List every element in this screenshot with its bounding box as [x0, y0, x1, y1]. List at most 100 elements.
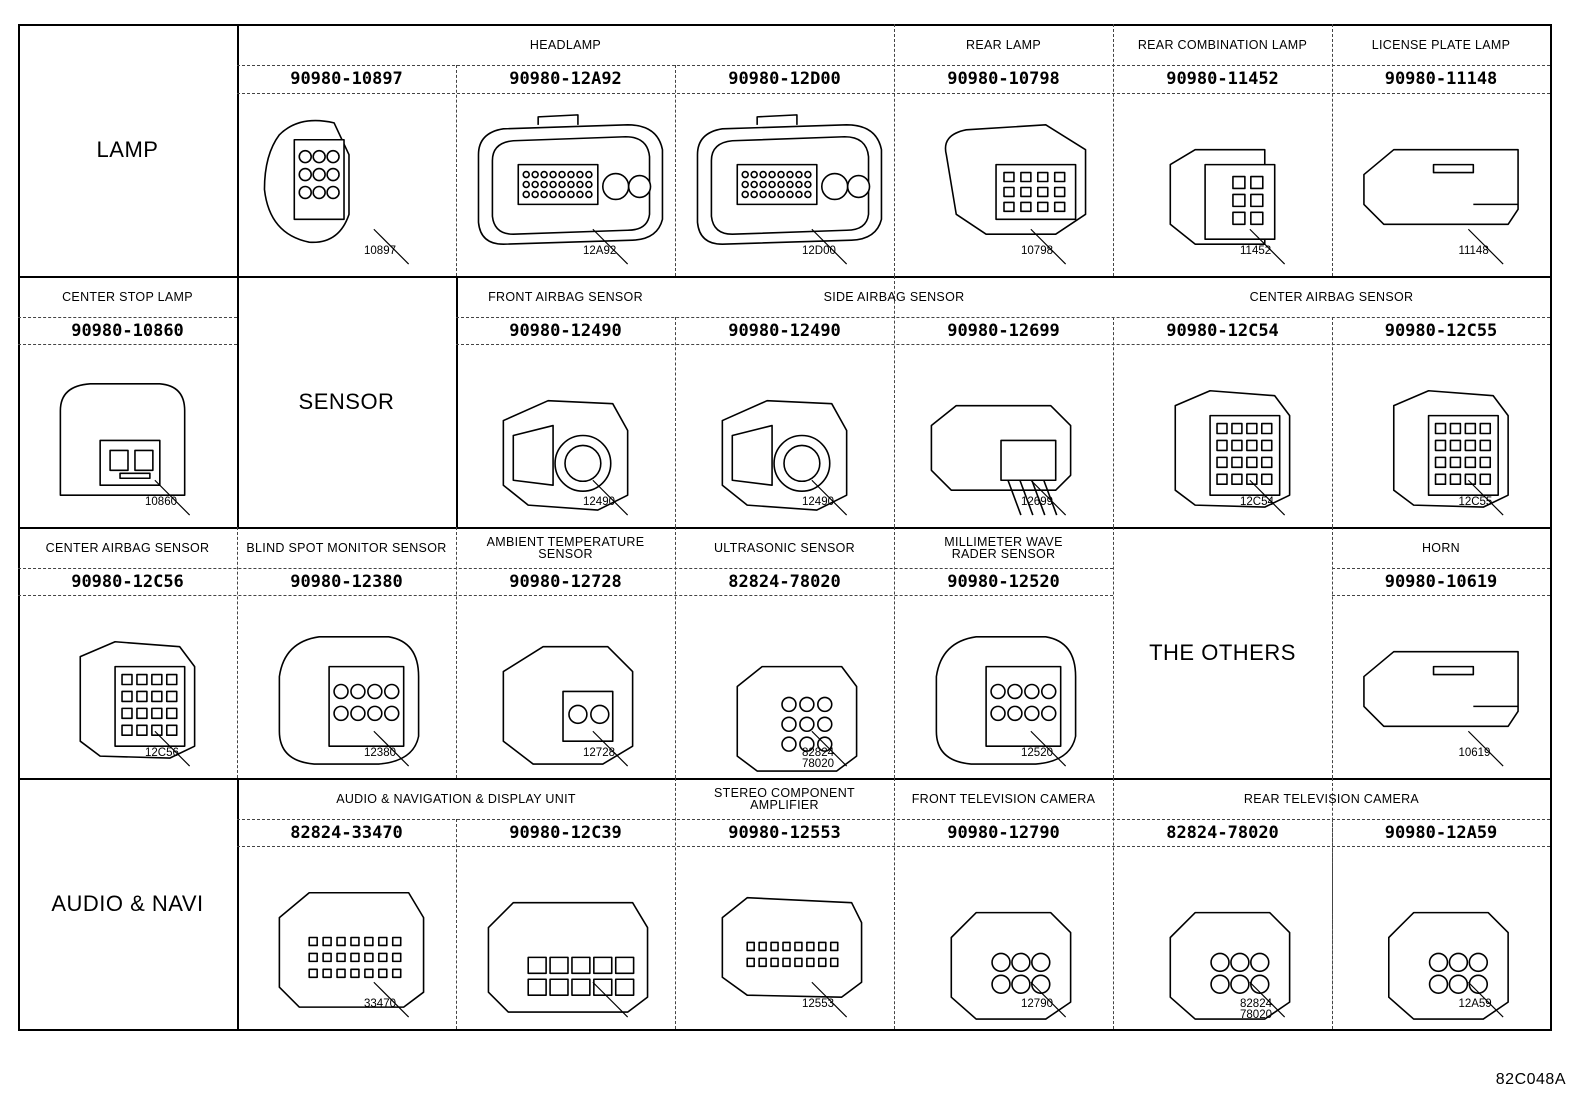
connector-drawing-r3c2 [239, 597, 454, 776]
connector-icon [721, 399, 848, 516]
connector-drawing-r4c4 [677, 848, 892, 1027]
leader-line [373, 228, 410, 265]
cell-divider [237, 846, 1550, 847]
leader-line [592, 981, 629, 1018]
part-number-r2c1: 90980-10860 [71, 320, 184, 341]
connector-icon [935, 635, 1077, 767]
group-header-rear-television-camera: REAR TELEVISION CAMERA [1243, 791, 1420, 806]
connector-drawing-r4c5 [896, 848, 1111, 1027]
connector-drawing-r2c7 [1334, 346, 1548, 525]
group-header-horn: HORN [1421, 540, 1460, 555]
callout-label-r1c6: 11452 [1240, 245, 1272, 257]
connector-icon [59, 382, 191, 516]
connector-drawing-r4c2 [239, 848, 454, 1027]
cell-divider [456, 65, 457, 276]
group-header-front-television-camera: FRONT TELEVISION CAMERA [911, 791, 1096, 806]
cell-divider [237, 93, 1550, 94]
category-label-sensor: SENSOR [298, 388, 395, 414]
connector-drawing-r1c7 [1334, 95, 1548, 274]
cell-divider [237, 65, 1550, 66]
group-header-center-airbag-sensor-r3: CENTER AIRBAG SENSOR [45, 540, 210, 555]
callout-label-r4c6: 82824 78020 [1240, 998, 1272, 1021]
row-separator [18, 276, 1552, 278]
connector-drawing-r3c7 [1334, 597, 1548, 776]
connector-icon [944, 124, 1087, 265]
connector-drawing-r4c6 [1115, 848, 1330, 1027]
connector-drawing-r1c5 [896, 95, 1111, 274]
leader-line [1030, 981, 1067, 1018]
group-header-center-airbag-sensor-r2: CENTER AIRBAG SENSOR [1249, 289, 1414, 304]
callout-label-r1c2: 10897 [364, 245, 396, 257]
leader-line [154, 730, 191, 767]
connector-drawing-r2c6 [1115, 346, 1330, 525]
cell-divider [1113, 527, 1114, 778]
leader-line [1467, 981, 1504, 1018]
figure-code: 82C048A [1495, 1071, 1566, 1088]
connector-icon [1169, 148, 1286, 265]
audio-separator [237, 778, 239, 1030]
cell-divider [456, 819, 457, 1029]
leader-line [1467, 479, 1504, 516]
part-number-r3c4: 82824-78020 [728, 571, 841, 592]
callout-label-r2c3: 12490 [583, 496, 615, 508]
part-number-r4c2: 82824-33470 [290, 822, 403, 843]
callout-label-r1c7: 11148 [1458, 245, 1489, 257]
cell-divider [456, 344, 1550, 345]
connector-drawing-r1c6 [1115, 95, 1330, 274]
cell-divider [1332, 595, 1550, 596]
part-number-r4c7: 90980-12A59 [1384, 822, 1498, 843]
connector-drawing-r3c1 [20, 597, 235, 776]
part-number-r2c5: 90980-12699 [947, 320, 1060, 341]
callout-label-r3c4: 82824 78020 [802, 747, 834, 770]
connector-icon [1169, 911, 1291, 1020]
cell-divider [1332, 819, 1333, 1029]
leader-line [811, 981, 848, 1018]
group-header-rear-lamp: REAR LAMP [966, 37, 1041, 52]
connector-drawing-r3c3 [458, 597, 673, 776]
category-label-audio: AUDIO & NAVI [51, 890, 204, 916]
part-number-r2c7: 90980-12C55 [1384, 320, 1498, 341]
group-header-millimeter-wave-rader-sensor: MILLIMETER WAVE RADER SENSOR [944, 534, 1063, 561]
connector-drawing-r4c7 [1334, 848, 1548, 1027]
cell-divider [894, 527, 895, 778]
part-number-r1c2: 90980-10897 [290, 69, 403, 89]
row-separator [18, 527, 1552, 529]
part-number-r4c4: 90980-12553 [728, 822, 841, 843]
callout-label-r3c7: 10619 [1458, 747, 1491, 759]
part-number-r1c6: 90980-11452 [1166, 69, 1279, 89]
part-number-r3c7: 90980-10619 [1384, 571, 1498, 592]
part-number-r2c4: 90980-12490 [728, 320, 841, 341]
connector-drawing-r4c3 [458, 848, 673, 1027]
cell-divider [675, 65, 676, 276]
cell-divider [1113, 778, 1114, 1029]
frame-bottom [18, 1029, 1552, 1031]
callout-label-r1c3: 12A92 [583, 245, 617, 257]
callout-label-r2c7: 12C55 [1458, 496, 1493, 508]
leader-line [373, 730, 410, 767]
callout-label-r3c1: 12C56 [145, 747, 179, 759]
connector-icon [1387, 911, 1509, 1020]
group-header-rear-combination-lamp: REAR COMBINATION LAMP [1137, 37, 1308, 52]
leader-line [811, 730, 848, 767]
leader-line [1030, 228, 1067, 265]
cell-divider [894, 276, 895, 527]
leader-line [1467, 228, 1504, 265]
part-number-r3c5: 90980-12520 [947, 571, 1060, 592]
connector-icon [736, 665, 858, 772]
part-number-r2c3: 90980-12490 [509, 320, 622, 341]
callout-label-r4c5: 12790 [1021, 998, 1053, 1010]
connector-drawing-r1c4 [677, 95, 892, 274]
leader-line [1249, 228, 1286, 265]
callout-label-r3c2: 12380 [364, 747, 396, 759]
cell-divider [18, 595, 1113, 596]
cell-divider [1332, 568, 1550, 569]
part-number-r1c7: 90980-11148 [1384, 69, 1498, 89]
cell-divider [18, 317, 237, 318]
connector-drawing-r3c4 [677, 597, 892, 776]
cell-divider [237, 819, 1550, 820]
callout-label-r4c4: 12553 [802, 998, 834, 1010]
cell-divider [894, 24, 895, 276]
callout-label-r3c5: 12520 [1021, 747, 1053, 759]
connector-icon [1363, 148, 1519, 265]
